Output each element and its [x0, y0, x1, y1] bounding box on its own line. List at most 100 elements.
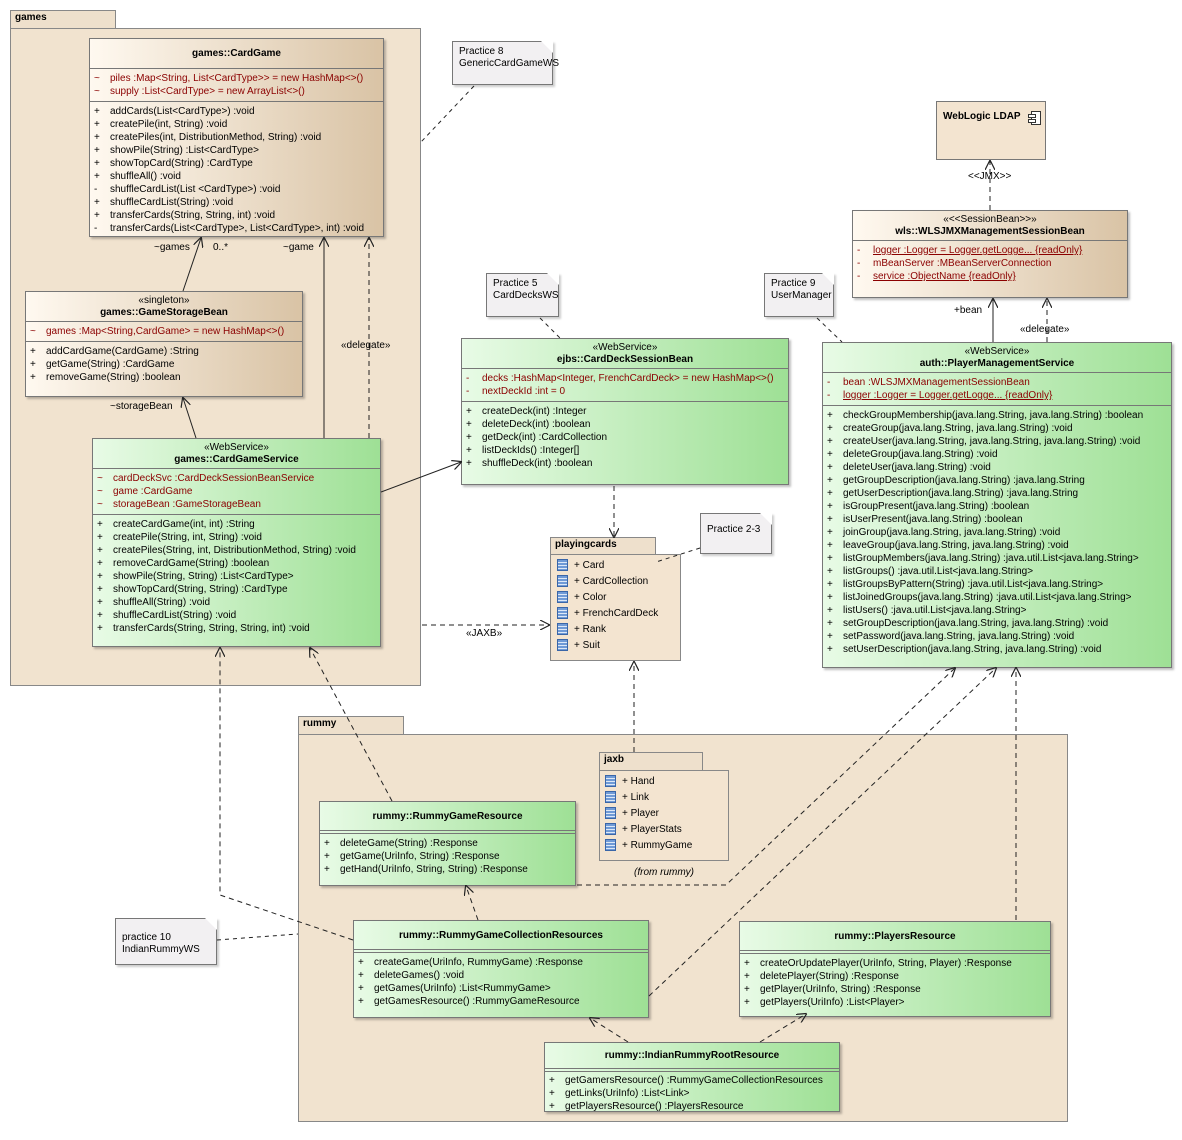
visibility-marker: + — [358, 970, 364, 981]
visibility-marker: + — [30, 372, 36, 383]
package-element[interactable]: + Color — [557, 590, 674, 606]
note-line: GenericCardGameWS — [459, 58, 560, 69]
visibility-marker: - — [827, 390, 831, 401]
operation-row: +setPassword(java.lang.String, java.lang… — [827, 630, 1167, 643]
operation-text: removeCardGame(String) :boolean — [113, 558, 270, 569]
attribute-row: - bean :WLSJMXManagementSessionBean — [827, 376, 1167, 389]
operation-row: +createGame(UriInfo, RummyGame) :Respons… — [358, 956, 644, 969]
note-practice-5[interactable]: Practice 5 CardDecksWS — [486, 273, 559, 317]
class-card-game-service[interactable]: «WebService»games::CardGameService ~card… — [92, 438, 381, 647]
operation-row: +getGames(UriInfo) :List<RummyGame> — [358, 982, 644, 995]
package-element[interactable]: + Hand — [605, 774, 723, 790]
visibility-marker: + — [827, 592, 833, 603]
operation-text: listDeckIds() :Integer[] — [482, 445, 580, 456]
operation-text: createPiles(int, DistributionMethod, Str… — [110, 132, 322, 143]
package-element[interactable]: + PlayerStats — [605, 822, 723, 838]
jaxb-package[interactable]: + Hand+ Link + Player + PlayerStats + Rummy… — [599, 770, 729, 861]
class-rummy-game-resource[interactable]: rummy::RummyGameResource +deleteGame(Str… — [319, 801, 576, 886]
package-element[interactable]: + Rank — [557, 622, 674, 638]
package-element[interactable]: + RummyGame — [605, 838, 723, 854]
operation-text: deletePlayer(String) :Response — [760, 971, 899, 982]
operation-text: createPile(int, String) :void — [110, 119, 228, 130]
operation-text: getPlayer(UriInfo, String) :Response — [760, 984, 921, 995]
operation-text: getPlayersResource() :PlayersResource — [565, 1101, 744, 1112]
from-rummy-label: (from rummy) — [634, 867, 694, 878]
visibility-marker: + — [358, 957, 364, 968]
note-line: practice 10 — [122, 932, 171, 943]
note-link-practice-5 — [539, 317, 561, 339]
package-element[interactable]: + Suit — [557, 638, 674, 654]
playingcards-package-label: playingcards — [555, 539, 617, 550]
package-element[interactable]: + Player — [605, 806, 723, 822]
operation-text: showPile(String) :List<CardType> — [110, 145, 259, 156]
jaxb-package-tab: jaxb — [599, 752, 703, 771]
class-wls-jmx-management-session-bean[interactable]: «<<SessionBean>>»wls::WLSJMXManagementSe… — [852, 210, 1128, 298]
attribute-text: storageBean :GameStorageBean — [113, 499, 261, 510]
operation-row: +isUserPresent(java.lang.String) :boolea… — [827, 513, 1167, 526]
class-card-deck-session-bean[interactable]: «WebService»ejbs::CardDeckSessionBean -d… — [461, 338, 789, 485]
class-players-resource[interactable]: rummy::PlayersResource +createOrUpdatePl… — [739, 921, 1051, 1017]
class-player-management-service[interactable]: «WebService»auth::PlayerManagementServic… — [822, 342, 1172, 668]
games-package-tab: games — [10, 10, 116, 29]
note-line: CardDecksWS — [493, 290, 559, 301]
class-indian-rummy-root-resource[interactable]: rummy::IndianRummyRootResource +getGamer… — [544, 1042, 840, 1112]
attributes-section: -logger :Logger = Logger.getLogge... {re… — [853, 240, 1127, 286]
visibility-marker: + — [827, 462, 833, 473]
visibility-marker: + — [94, 197, 100, 208]
operation-text: setGroupDescription(java.lang.String, ja… — [843, 618, 1109, 629]
attribute-text: bean :WLSJMXManagementSessionBean — [843, 377, 1030, 388]
games-package-label: games — [15, 12, 47, 23]
visibility-marker: + — [549, 1075, 555, 1086]
operation-row: +isGroupPresent(java.lang.String) :boole… — [827, 500, 1167, 513]
jaxb-label: «JAXB» — [466, 628, 503, 639]
package-element[interactable]: + Link — [605, 790, 723, 806]
operation-text: showPile(String, String) :List<CardType> — [113, 571, 294, 582]
attribute-text: supply :List<CardType> = new ArrayList<>… — [110, 86, 305, 97]
operation-row: +showPile(String, String) :List<CardType… — [97, 570, 376, 583]
stereotype: «WebService» — [204, 442, 269, 453]
visibility-marker: - — [827, 377, 831, 388]
visibility-marker: + — [827, 436, 833, 447]
note-practice-9[interactable]: Practice 9 UserManager — [764, 273, 834, 317]
operation-text: createPiles(String, int, DistributionMet… — [113, 545, 356, 556]
operation-text: isUserPresent(java.lang.String) :boolean — [843, 514, 1023, 525]
attribute-row: ~games :Map<String,CardGame> = new HashM… — [30, 325, 298, 338]
visibility-marker: + — [827, 618, 833, 629]
operation-row: +shuffleCardList(String) :void — [97, 609, 376, 622]
element-name: + CardCollection — [574, 576, 649, 587]
operation-row: +addCardGame(CardGame) :String — [30, 345, 298, 358]
operation-text: transferCards(String, String, String, in… — [113, 623, 310, 634]
operation-row: +getHand(UriInfo, String, String) :Respo… — [324, 863, 571, 876]
attribute-text: cardDeckSvc :CardDeckSessionBeanService — [113, 473, 315, 484]
class-icon — [605, 807, 616, 820]
operation-text: shuffleAll(String) :void — [113, 597, 211, 608]
class-rummy-game-collection-resources[interactable]: rummy::RummyGameCollectionResources +cre… — [353, 920, 649, 1018]
visibility-marker: + — [827, 449, 833, 460]
attributes-section — [320, 830, 575, 833]
component-weblogic-ldap[interactable]: WebLogic LDAP — [936, 101, 1046, 160]
visibility-marker: + — [549, 1088, 555, 1099]
visibility-marker: + — [827, 553, 833, 564]
playingcards-package[interactable]: + Card + CardCollection + Color+ FrenchCar… — [550, 554, 681, 661]
class-card-game[interactable]: games::CardGame ~piles :Map<String, List… — [89, 38, 384, 237]
visibility-marker: + — [94, 171, 100, 182]
operation-row: +showPile(String) :List<CardType> — [94, 144, 379, 157]
visibility-marker: - — [94, 184, 98, 195]
operation-row: +removeCardGame(String) :boolean — [97, 557, 376, 570]
operation-text: getGame(String) :CardGame — [46, 359, 175, 370]
operation-row: +listGroups() :java.util.List<java.lang.… — [827, 565, 1167, 578]
class-game-storage-bean[interactable]: «singleton»games::GameStorageBean ~games… — [25, 291, 303, 397]
operation-text: getDeck(int) :CardCollection — [482, 432, 608, 443]
package-element[interactable]: + CardCollection — [557, 574, 674, 590]
package-element[interactable]: + Card — [557, 558, 674, 574]
element-name: + Player — [622, 808, 659, 819]
note-practice-8[interactable]: Practice 8 GenericCardGameWS — [452, 41, 560, 85]
note-practice-10[interactable]: practice 10 IndianRummyWS — [115, 918, 217, 965]
element-name: + RummyGame — [622, 840, 693, 851]
visibility-marker: + — [744, 984, 750, 995]
note-practice-2-3[interactable]: Practice 2-3 — [700, 513, 772, 554]
delegate-label: «delegate» — [1020, 324, 1070, 335]
operation-row: + getPlayer(UriInfo, String) :Response — [744, 983, 1046, 996]
operation-text: setUserDescription(java.lang.String, jav… — [843, 644, 1102, 655]
package-element[interactable]: + FrenchCardDeck — [557, 606, 674, 622]
